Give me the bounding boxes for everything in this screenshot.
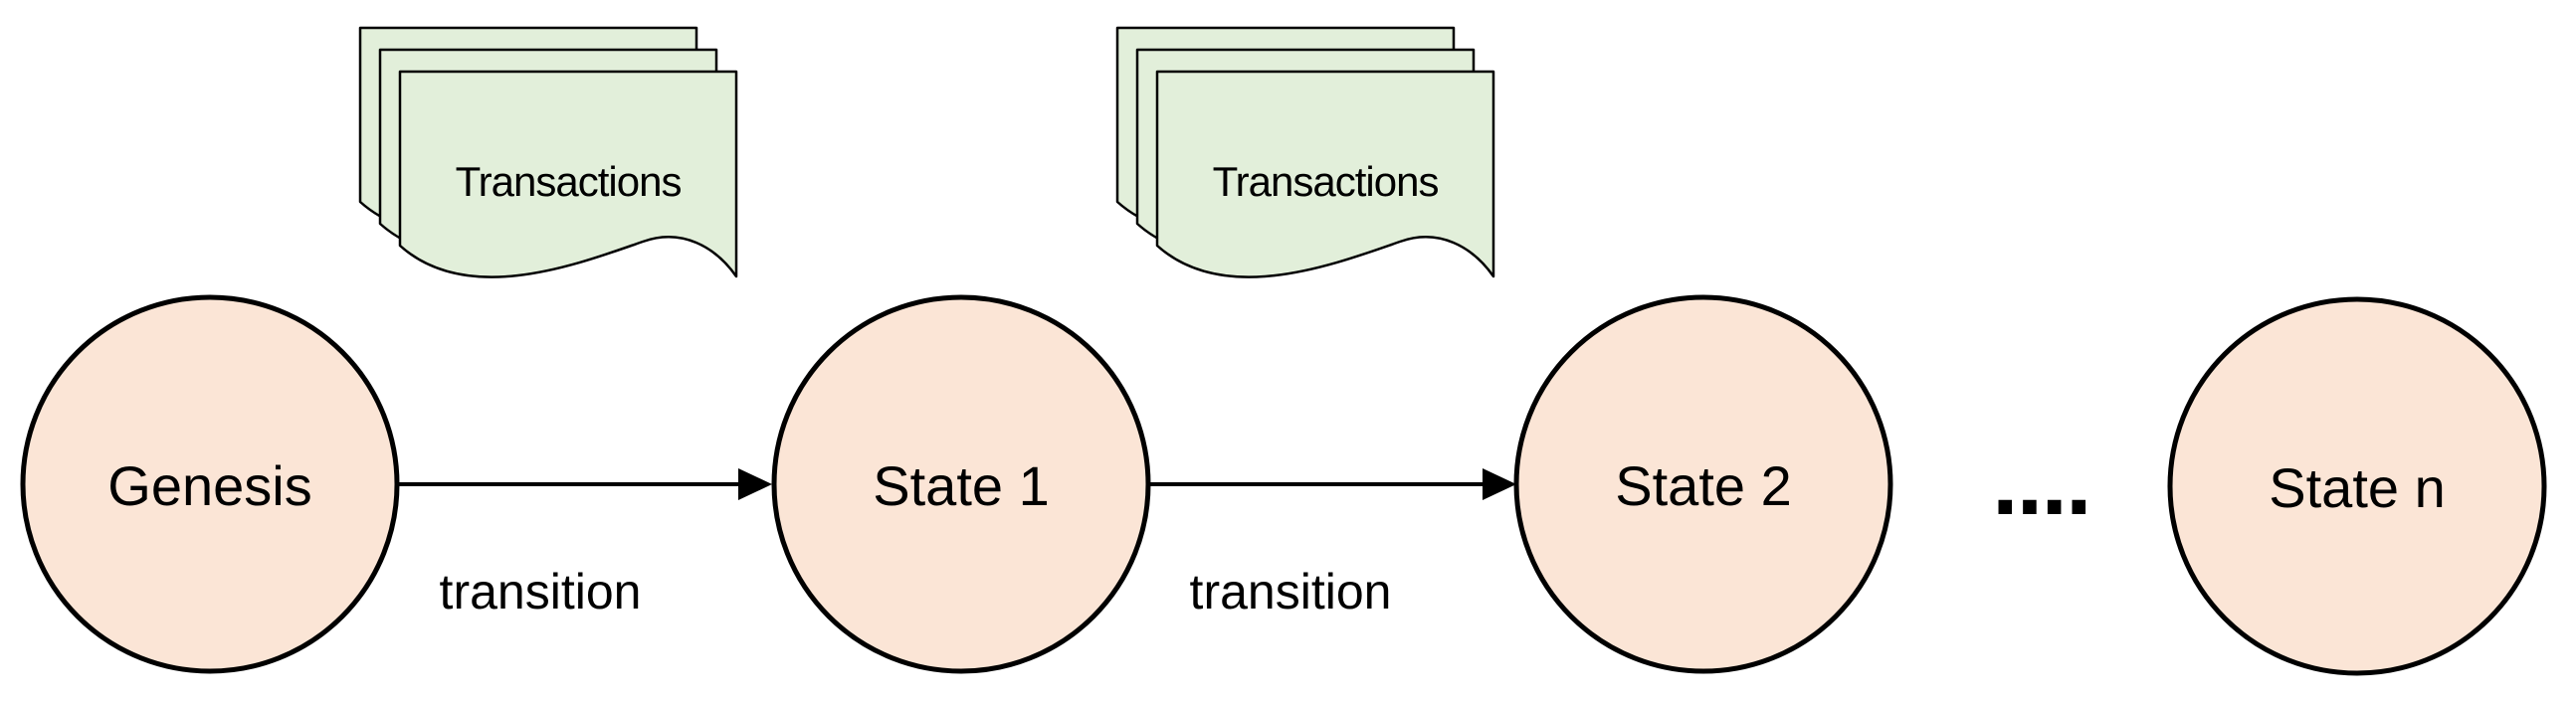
transition-arrow-2: transition xyxy=(1147,468,1516,619)
state-label: State 1 xyxy=(873,454,1049,517)
transactions-label: Transactions xyxy=(1213,158,1439,205)
arrow-head-icon xyxy=(1483,468,1516,500)
state-node-state-n: State n xyxy=(2167,296,2547,676)
transactions-stack-1: Transactions xyxy=(358,26,738,278)
transition-label: transition xyxy=(1190,564,1392,619)
state-circle xyxy=(20,294,400,674)
state-label: State 2 xyxy=(1615,454,1791,517)
state-circle xyxy=(2167,296,2547,676)
state-node-genesis: Genesis xyxy=(20,294,400,674)
state-node-state-1: State 1 xyxy=(771,294,1151,674)
state-label: State n xyxy=(2269,456,2445,519)
transactions-stack-2: Transactions xyxy=(1115,26,1495,278)
ellipsis-dots: .... xyxy=(1992,429,2090,535)
state-circle xyxy=(771,294,1151,674)
state-circle xyxy=(1513,294,1893,674)
transition-arrow-1: transition xyxy=(397,468,772,619)
state-node-state-2: State 2 xyxy=(1513,294,1893,674)
state-label: Genesis xyxy=(107,454,311,517)
arrow-head-icon xyxy=(738,468,772,500)
transactions-label: Transactions xyxy=(456,158,682,205)
transition-label: transition xyxy=(440,564,642,619)
